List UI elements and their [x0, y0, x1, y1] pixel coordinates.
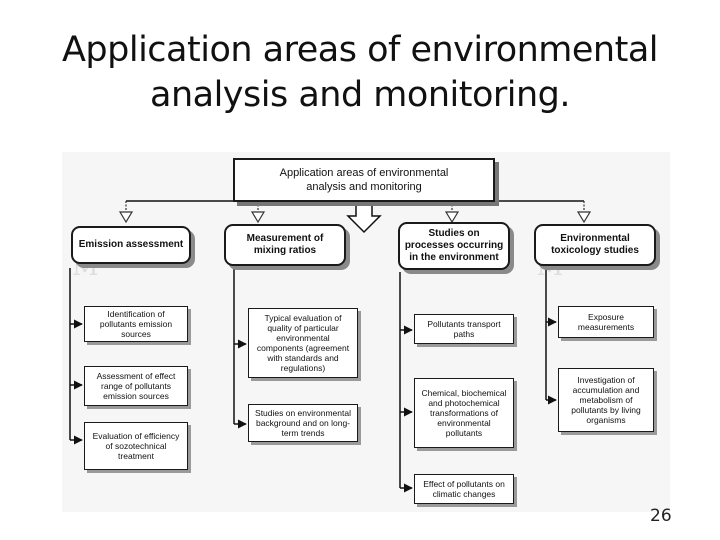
leaf-typical-evaluation-of-quality: Typical evaluation of quality of particu… — [248, 308, 358, 378]
leaf-exposure-measurements: Exposure measurements — [558, 306, 654, 338]
leaf-environmental-background-studies: Studies on environmental background and … — [248, 404, 358, 442]
slide-title: Application areas of environmental analy… — [40, 28, 680, 118]
leaf-evaluation-of-treatment-efficiency: Evaluation of efficiency of sozotechnica… — [84, 422, 188, 470]
root-node: Application areas of environmental analy… — [233, 158, 495, 202]
leaf-effect-on-climatic-changes: Effect of pollutants on climatic changes — [414, 474, 514, 504]
root-node-line-2: analysis and monitoring — [306, 181, 422, 193]
category-studies-on-processes: Studies on processes occurring in the en… — [398, 222, 510, 270]
category-environmental-toxicology: Environmental toxicology studies — [534, 224, 656, 266]
leaf-accumulation-and-metabolism: Investigation of accumulation and metabo… — [558, 368, 654, 432]
leaf-chemical-transformations: Chemical, biochemical and photochemical … — [414, 378, 514, 448]
slide-title-line-2: analysis and monitoring. — [150, 75, 571, 115]
leaf-identification-of-emission-sources: Identification of pollutants emission so… — [84, 306, 188, 342]
leaf-pollutants-transport-paths: Pollutants transport paths — [414, 314, 514, 344]
category-emission-assessment: Emission assessment — [71, 226, 191, 264]
leaf-assessment-of-effect-range: Assessment of effect range of pollutants… — [84, 366, 188, 406]
root-node-line-1: Application areas of environmental — [279, 167, 449, 179]
slide-title-line-1: Application areas of environmental — [61, 30, 659, 70]
page-number: 26 — [650, 506, 672, 526]
category-measurement-of-mixing-ratios: Measurement of mixing ratios — [224, 224, 346, 266]
